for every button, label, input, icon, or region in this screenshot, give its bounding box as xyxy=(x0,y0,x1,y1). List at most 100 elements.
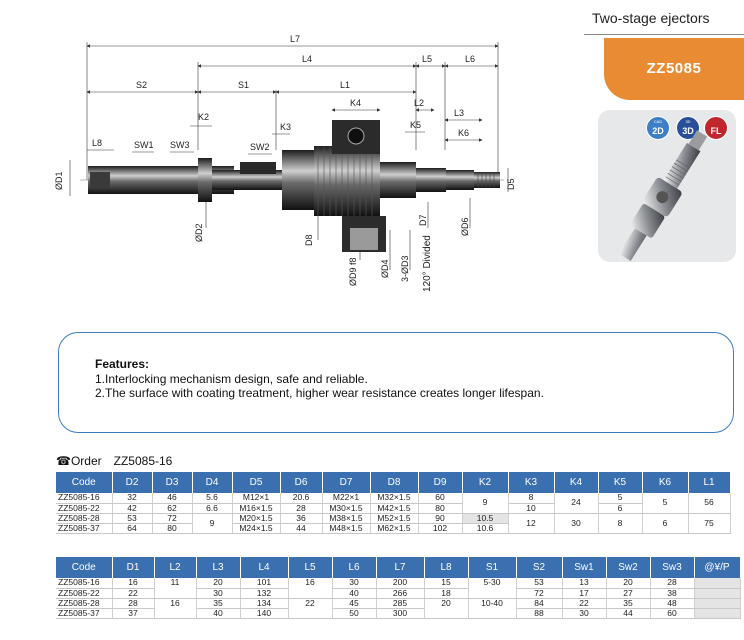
table-cell: 45 xyxy=(332,598,377,609)
table-cell: 102 xyxy=(418,523,463,534)
table-cell: 9 xyxy=(462,493,509,514)
order-code: ZZ5085-16 xyxy=(113,454,173,468)
table-cell: 46 xyxy=(152,493,193,504)
table-cell: ZZ5085-22 xyxy=(56,588,113,599)
table-cell: 12 xyxy=(508,513,555,534)
dim-SW2: SW2 xyxy=(250,142,270,152)
column-header: D2 xyxy=(112,472,153,493)
column-header: D1 xyxy=(112,557,155,578)
table-cell: M16×1.5 xyxy=(232,503,281,514)
column-header: Code xyxy=(56,472,113,493)
table-cell: ZZ5085-28 xyxy=(56,598,113,609)
table-cell: 35 xyxy=(606,598,651,609)
table-2-header: Code D1 L2 L3 L4 L5 L6 L7 L8 S1 S2 Sw1 S… xyxy=(56,557,741,578)
table-cell: 11 xyxy=(154,578,197,599)
table-row: ZZ5085-16 32 46 5.6 M12×1 20.6 M22×1 M32… xyxy=(56,493,731,514)
table-cell: 20.6 xyxy=(280,493,323,504)
table-cell: 10.6 xyxy=(462,523,509,534)
table-cell: 72 xyxy=(516,588,563,599)
table-cell: 40 xyxy=(196,608,241,619)
dim-L8: L8 xyxy=(92,138,102,148)
column-header: K2 xyxy=(462,472,509,493)
column-header: L3 xyxy=(196,557,241,578)
column-header: D5 xyxy=(232,472,281,493)
table-cell: 10 xyxy=(508,503,555,514)
column-header: Sw1 xyxy=(562,557,607,578)
table-cell: 50 xyxy=(332,608,377,619)
table-cell: 5.6 xyxy=(192,493,233,504)
column-header: S1 xyxy=(468,557,517,578)
column-header: L6 xyxy=(332,557,377,578)
dim-D6: ØD6 xyxy=(460,217,470,236)
table-cell: 44 xyxy=(606,608,651,619)
table-cell: 16 xyxy=(154,598,197,619)
column-header: Code xyxy=(56,557,113,578)
table-cell: 60 xyxy=(418,493,463,504)
table-cell: M24×1.5 xyxy=(232,523,281,534)
table-cell xyxy=(694,608,741,619)
dim-L1: L1 xyxy=(340,80,350,90)
table-cell: 20 xyxy=(196,578,241,589)
table-cell: 72 xyxy=(152,513,193,524)
table-cell: 10.5 xyxy=(462,513,509,524)
table-cell: 20 xyxy=(606,578,651,589)
table-cell: 22 xyxy=(288,598,333,619)
category-title: Two-stage ejectors xyxy=(592,10,710,26)
column-header: L7 xyxy=(376,557,425,578)
table-cell: 8 xyxy=(598,513,643,534)
spec-table-2: Code D1 L2 L3 L4 L5 L6 L7 L8 S1 S2 Sw1 S… xyxy=(56,557,741,619)
table-cell: M52×1.5 xyxy=(370,513,419,524)
table-cell: M38×1.5 xyxy=(322,513,371,524)
fl-badge[interactable]: FL xyxy=(704,116,728,140)
table-cell: ZZ5085-37 xyxy=(56,608,113,619)
table-cell: 90 xyxy=(418,513,463,524)
table-cell: 38 xyxy=(650,588,695,599)
table-cell: 132 xyxy=(240,588,289,599)
table-cell: 24 xyxy=(554,493,599,514)
features-heading: Features: xyxy=(95,357,150,371)
technical-drawing: L7 L4 L5 L6 S2 S1 L1 K4 L2 L3 K2 K3 K5 K… xyxy=(54,34,516,292)
table-cell: 60 xyxy=(650,608,695,619)
dim-L5: L5 xyxy=(422,54,432,64)
table-cell: 6 xyxy=(642,513,689,534)
dim-L2: L2 xyxy=(414,98,424,108)
table-cell: 40 xyxy=(332,588,377,599)
table-cell: 300 xyxy=(376,608,425,619)
dim-SW3: SW3 xyxy=(170,140,190,150)
column-header: K4 xyxy=(554,472,599,493)
column-header: L2 xyxy=(154,557,197,578)
column-header: Sw3 xyxy=(650,557,695,578)
column-header: D3 xyxy=(152,472,193,493)
table-cell: 42 xyxy=(112,503,153,514)
table-cell: 13 xyxy=(562,578,607,589)
title-divider xyxy=(584,34,744,35)
dim-L3: L3 xyxy=(454,108,464,118)
dim-D3: 3-ØD3 xyxy=(400,255,410,282)
table-cell: 30 xyxy=(562,608,607,619)
table-cell: M30×1.5 xyxy=(322,503,371,514)
table-cell: 36 xyxy=(280,513,323,524)
table-cell: 27 xyxy=(606,588,651,599)
column-header: L8 xyxy=(424,557,469,578)
table-cell: ZZ5085-16 xyxy=(56,578,113,589)
column-header: D8 xyxy=(370,472,419,493)
table-cell: 64 xyxy=(112,523,153,534)
table-row: ZZ5085-22 42 62 6.6 M16×1.5 28 M30×1.5 M… xyxy=(56,503,730,514)
table-cell: 6.6 xyxy=(192,503,233,514)
table-cell: 32 xyxy=(112,493,153,504)
dim-D1: ØD1 xyxy=(54,171,64,190)
ejector-photo-icon xyxy=(618,130,708,262)
table-row: ZZ5085-37 64 80 M24×1.5 44 M48×1.5 M62×1… xyxy=(56,523,730,534)
table-cell: 5-30 xyxy=(468,578,517,599)
column-header: K6 xyxy=(642,472,689,493)
table-cell: 80 xyxy=(418,503,463,514)
table-cell: 75 xyxy=(688,513,731,534)
table-cell: 30 xyxy=(196,588,241,599)
column-header: D6 xyxy=(280,472,323,493)
table-cell: 28 xyxy=(112,598,155,609)
dim-K5: K5 xyxy=(410,120,421,130)
dim-SW1: SW1 xyxy=(134,140,154,150)
table-cell: 30 xyxy=(554,513,599,534)
